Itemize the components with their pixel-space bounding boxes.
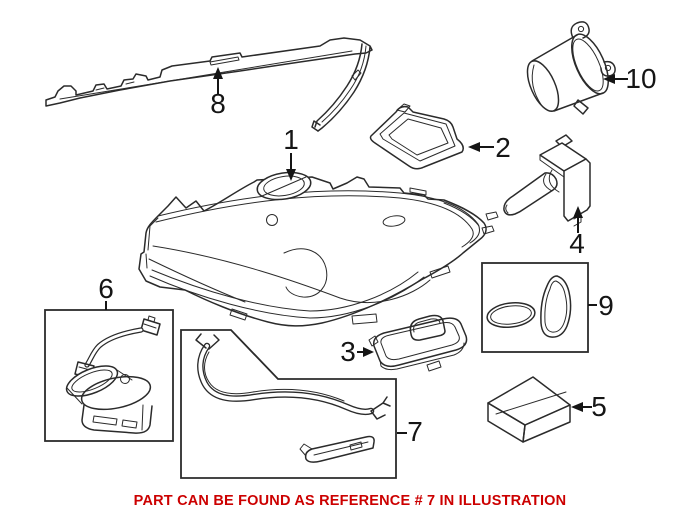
callout-1: 1: [283, 124, 299, 181]
bulb-holder-box-drawing: [44, 309, 174, 442]
repair-kit-box-drawing: [487, 376, 571, 443]
callout-2: 2: [468, 132, 511, 163]
callout-8: 8: [210, 67, 226, 119]
headlight-assembly-drawing: [138, 171, 499, 327]
callout-6-label: 6: [98, 273, 114, 304]
bracket-box-drawing: [180, 329, 397, 479]
reference-caption: PART CAN BE FOUND AS REFERENCE # 7 IN IL…: [134, 493, 567, 509]
callout-10: 10: [603, 63, 657, 94]
callout-8-label: 8: [210, 88, 226, 119]
callout-10-label: 10: [625, 63, 656, 94]
callout-5-label: 5: [591, 391, 607, 422]
trim-strip-drawing: [45, 37, 373, 132]
callout-7-label: 7: [407, 416, 423, 447]
xenon-bulb-drawing: [503, 134, 591, 227]
callout-3-label: 3: [340, 336, 356, 367]
callout-7: 7: [397, 416, 423, 447]
control-module-2-drawing: [369, 103, 464, 170]
callout-2-label: 2: [495, 132, 511, 163]
callout-5: 5: [571, 391, 607, 422]
control-module-3-drawing: [368, 314, 468, 372]
callout-4-label: 4: [569, 228, 585, 259]
callout-9-label: 9: [598, 290, 614, 321]
callout-3: 3: [340, 336, 374, 367]
callout-9: 9: [588, 290, 614, 321]
callout-1-label: 1: [283, 124, 299, 155]
callout-6: 6: [98, 273, 114, 310]
adjuster-motor-drawing: [526, 21, 616, 115]
callout-4: 4: [569, 206, 585, 259]
gasket-kit-box-drawing: [481, 262, 589, 353]
